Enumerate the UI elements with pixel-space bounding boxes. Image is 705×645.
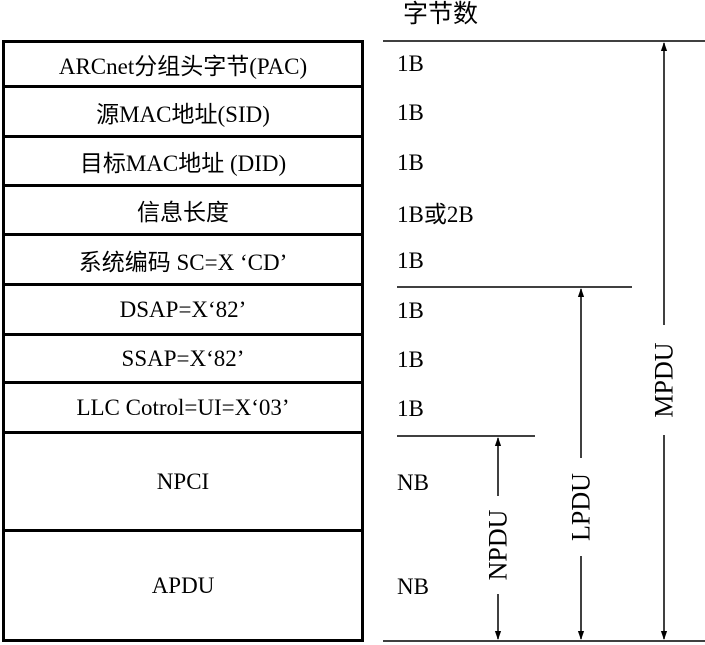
field-ssap: SSAP=X‘82’ [2,336,364,384]
size-ssap: 1B [397,347,424,372]
field-info-length: 信息长度 [2,187,364,236]
field-arcnet-header: ARCnet分组头字节(PAC) [2,40,364,88]
size-source-mac: 1B [397,100,424,125]
field-npci: NPCI [2,434,364,532]
size-arcnet-header: 1B [397,51,424,76]
size-dest-mac: 1B [397,149,424,175]
mpdu-label-gap [640,325,688,435]
size-dsap: 1B [397,298,424,323]
size-npci: NB [397,470,429,495]
size-apdu: NB [397,574,429,599]
lpdu-label-gap [557,458,605,556]
field-apdu: APDU [2,532,364,642]
field-dest-mac: 目标MAC地址 (DID) [2,138,364,187]
byte-size-column: 1B 1B 1B 1B或2B 1B 1B 1B 1B NB NB [397,40,497,642]
field-llc-control: LLC Cotrol=UI=X‘03’ [2,384,364,434]
field-source-mac: 源MAC地址(SID) [2,88,364,138]
bytes-column-header: 字节数 [403,1,479,28]
field-system-code: 系统编码 SC=X ‘CD’ [2,236,364,286]
size-info-length: 1B或2B [397,201,474,227]
lpdu-label: LPDU [567,473,596,541]
mpdu-label: MPDU [650,342,679,417]
npdu-label-gap [474,496,522,594]
size-llc-control: 1B [397,396,424,421]
size-system-code: 1B [397,248,424,273]
npdu-label: NPDU [484,509,513,580]
frame-field-stack: ARCnet分组头字节(PAC) 源MAC地址(SID) 目标MAC地址 (DI… [2,40,364,642]
field-dsap: DSAP=X‘82’ [2,286,364,336]
